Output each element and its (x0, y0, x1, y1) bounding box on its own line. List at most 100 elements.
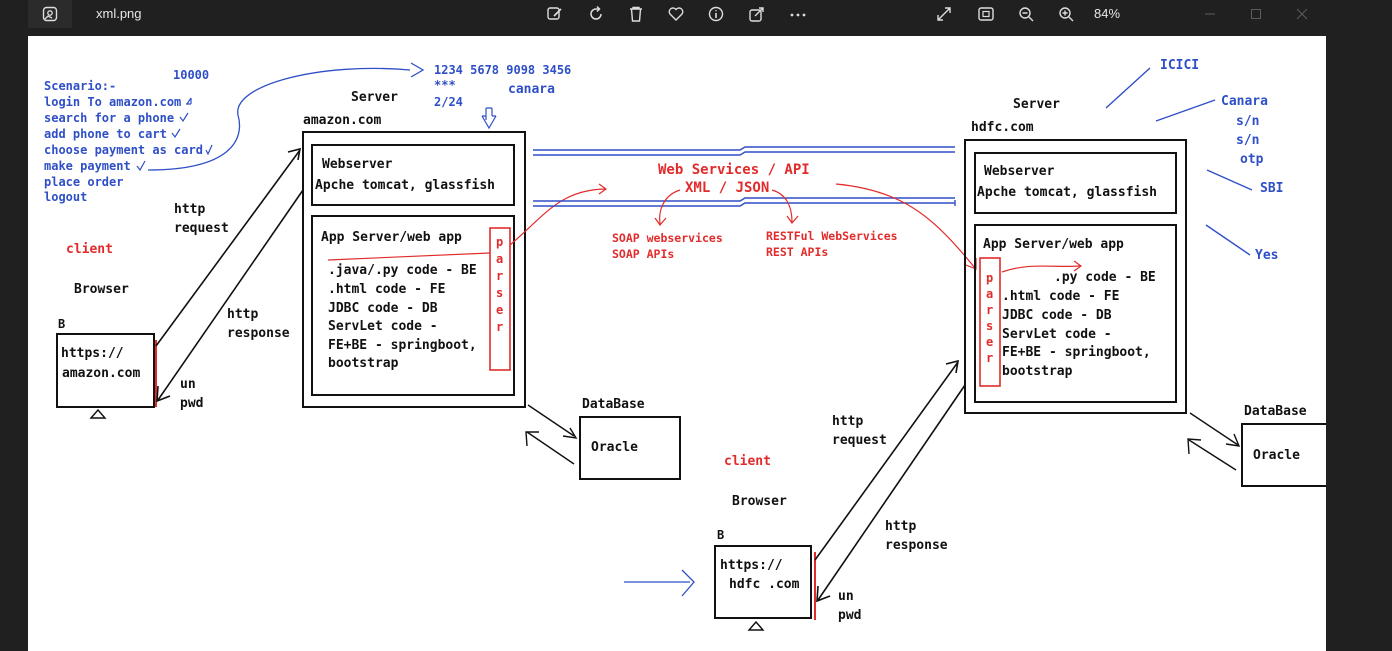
right-webserver-title: Webserver (984, 164, 1055, 179)
right-webserver-box (974, 152, 1177, 214)
right-code-line: ServLet code - (1002, 327, 1112, 342)
arrow-head (816, 585, 831, 603)
db-arrow (526, 431, 575, 465)
rest-line: REST APIs (766, 245, 828, 259)
arrow-head (1073, 260, 1083, 272)
arrow-head (598, 183, 608, 195)
left-code-line: .html code - FE (328, 282, 445, 297)
app-tab[interactable] (28, 0, 72, 28)
parser-letter: p (986, 271, 993, 285)
scenario-step: place order (44, 175, 123, 189)
left-url-line: amazon.com (62, 366, 140, 381)
left-pwd: pwd (180, 396, 203, 411)
tick-mark (179, 112, 189, 123)
scenario-step: add phone to cart (44, 127, 167, 141)
right-code-line: bootstrap (1002, 364, 1073, 379)
left-server-domain: amazon.com (303, 113, 381, 128)
left-http-request: http (174, 202, 205, 217)
left-webserver-box (311, 144, 515, 206)
right-code-line: JDBC code - DB (1002, 308, 1112, 323)
right-b-label: B (717, 528, 724, 542)
left-b-label: B (58, 317, 65, 331)
arrow-head (1187, 438, 1202, 455)
more-icon[interactable] (788, 4, 808, 24)
left-webserver-title: Webserver (322, 157, 393, 172)
scenario-step: logout (44, 190, 87, 204)
red-curve (1001, 265, 1081, 273)
parser-letter: p (496, 235, 503, 249)
red-curve (771, 189, 793, 223)
favorite-icon[interactable] (666, 4, 686, 24)
ws-pipe-top (533, 146, 955, 156)
bank-yes: Yes (1255, 248, 1278, 263)
right-un: un (838, 589, 854, 604)
left-code-line: bootstrap (328, 356, 399, 371)
right-database-label: DataBase (1244, 404, 1307, 419)
tick-mark (171, 128, 181, 139)
blue-line (1205, 224, 1251, 256)
file-name: xml.png (96, 6, 142, 21)
right-db-name: Oracle (1253, 448, 1300, 463)
left-code-line: ServLet code - (328, 319, 438, 334)
minimize-icon[interactable] (1200, 4, 1220, 24)
bank-otp: otp (1240, 152, 1264, 167)
fit-icon[interactable] (976, 4, 996, 24)
http-request-line (155, 149, 301, 347)
right-http-request: request (832, 433, 887, 448)
info-icon[interactable] (706, 4, 726, 24)
delete-icon[interactable] (626, 4, 646, 24)
card-cvv: *** (434, 78, 456, 92)
scenario-step: choose payment as card (44, 143, 203, 157)
ws-title: Web Services / API (658, 162, 810, 178)
tick-mark (186, 97, 192, 105)
card-bank: canara (508, 82, 555, 97)
right-browser-label: Browser (732, 494, 787, 509)
left-http-request: request (174, 221, 229, 236)
right-server-label: Server (1013, 97, 1060, 112)
parser-letter: a (496, 252, 503, 266)
http-request-line (814, 361, 959, 561)
red-underline (327, 252, 491, 261)
tick-mark (205, 144, 213, 156)
parser-letter: r (986, 351, 993, 365)
blue-line (1155, 99, 1216, 122)
maximize-icon[interactable] (1246, 4, 1266, 24)
left-browser-label: Browser (74, 282, 129, 297)
left-client-label: client (66, 242, 113, 257)
parser-letter: e (986, 335, 993, 349)
bank-sn: s/n (1236, 114, 1259, 129)
rotate-icon[interactable] (586, 4, 606, 24)
left-url-line: https:// (61, 346, 124, 361)
bank-canara: Canara (1221, 94, 1268, 109)
soap-line: SOAP webservices (612, 231, 723, 245)
image-canvas: Scenario:- login To amazon.com search fo… (28, 36, 1326, 651)
scenario-step: login To amazon.com (44, 95, 181, 109)
title-bar: xml.png 84% (0, 0, 1392, 28)
share-icon[interactable] (747, 4, 767, 24)
right-http-request: http (832, 414, 863, 429)
right-pwd: pwd (838, 608, 861, 623)
blue-line (1206, 169, 1253, 191)
close-icon[interactable] (1292, 4, 1312, 24)
arrow-head (1225, 433, 1241, 447)
right-code-line: .html code - FE (1002, 289, 1119, 304)
parser-letter: r (986, 303, 993, 317)
left-http-response: response (227, 326, 290, 341)
right-client-label: client (724, 454, 771, 469)
left-http-response: http (227, 307, 258, 322)
bank-icici: ICICI (1160, 58, 1199, 73)
edit-image-icon[interactable] (545, 4, 565, 24)
zoom-out-icon[interactable] (1016, 4, 1036, 24)
right-webserver-sub: Apche tomcat, glassfish (977, 185, 1157, 200)
scenario-step: make payment (44, 159, 131, 173)
blue-line (1105, 67, 1151, 109)
photos-app-icon (40, 4, 60, 24)
right-parser-box (979, 257, 1001, 387)
fullscreen-icon[interactable] (934, 4, 954, 24)
zoom-in-icon[interactable] (1056, 4, 1076, 24)
right-code-line: FE+BE - springboot, (1002, 345, 1151, 360)
bank-sn: s/n (1236, 133, 1259, 148)
scenario-title: Scenario:- (44, 79, 116, 93)
left-database-label: DataBase (582, 397, 645, 412)
left-browser-box (56, 333, 155, 408)
